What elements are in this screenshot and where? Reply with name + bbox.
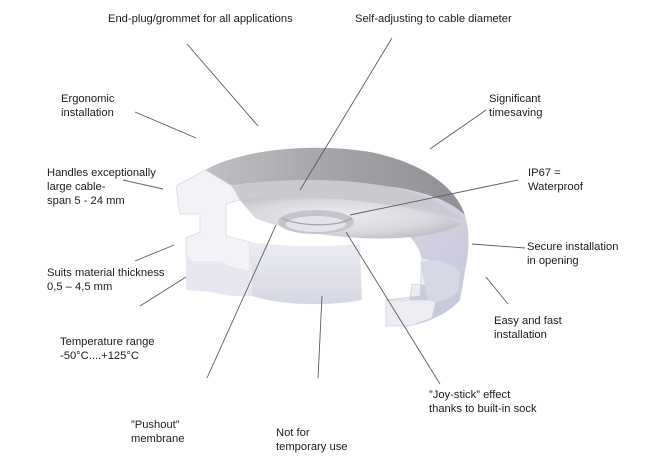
- leader-joystick: [345, 231, 441, 385]
- label-handles: Handles exceptionally large cable- span …: [47, 167, 156, 207]
- leader-temperature: [139, 276, 187, 307]
- leader-handles: [122, 179, 164, 190]
- label-pushout: ”Pushout” membrane: [131, 419, 185, 445]
- label-secure: Secure installation in opening: [527, 241, 619, 267]
- leader-secure: [471, 243, 526, 249]
- label-end-plug: End-plug/grommet for all applications: [108, 13, 293, 25]
- label-material: Suits material thickness 0,5 – 4,5 mm: [47, 267, 165, 293]
- membrane: [286, 216, 346, 232]
- snap-hook-right: [420, 260, 460, 302]
- lower-lip-left: [186, 256, 252, 296]
- leader-material: [134, 244, 175, 262]
- leader-timesaving: [429, 109, 487, 150]
- leader-ergonomic: [134, 111, 197, 139]
- inner-sleeve: [250, 242, 362, 305]
- leader-ip67: [349, 179, 519, 216]
- label-ergonomic: Ergonomic installation: [61, 93, 115, 119]
- label-ip67: IP67 = Waterproof: [528, 167, 583, 193]
- leader-easy: [485, 276, 509, 305]
- leader-self-adjusting: [299, 37, 393, 191]
- label-temperature: Temperature range -50°C....+125°C: [60, 336, 155, 362]
- grommet-body: [175, 147, 469, 327]
- leader-end-plug: [186, 43, 259, 127]
- leader-pushout: [206, 224, 277, 379]
- membrane-edge: [281, 217, 353, 226]
- label-joystick: ”Joy-stick” effect thanks to built-in so…: [429, 389, 537, 415]
- leader-lines: [122, 37, 526, 385]
- label-temporary: Not for temporary use: [276, 427, 348, 453]
- label-easy: Easy and fast installation: [494, 315, 562, 341]
- leader-temporary: [317, 295, 323, 379]
- label-timesaving: Significant timesaving: [489, 93, 543, 119]
- label-self-adjusting: Self-adjusting to cable diameter: [355, 13, 512, 25]
